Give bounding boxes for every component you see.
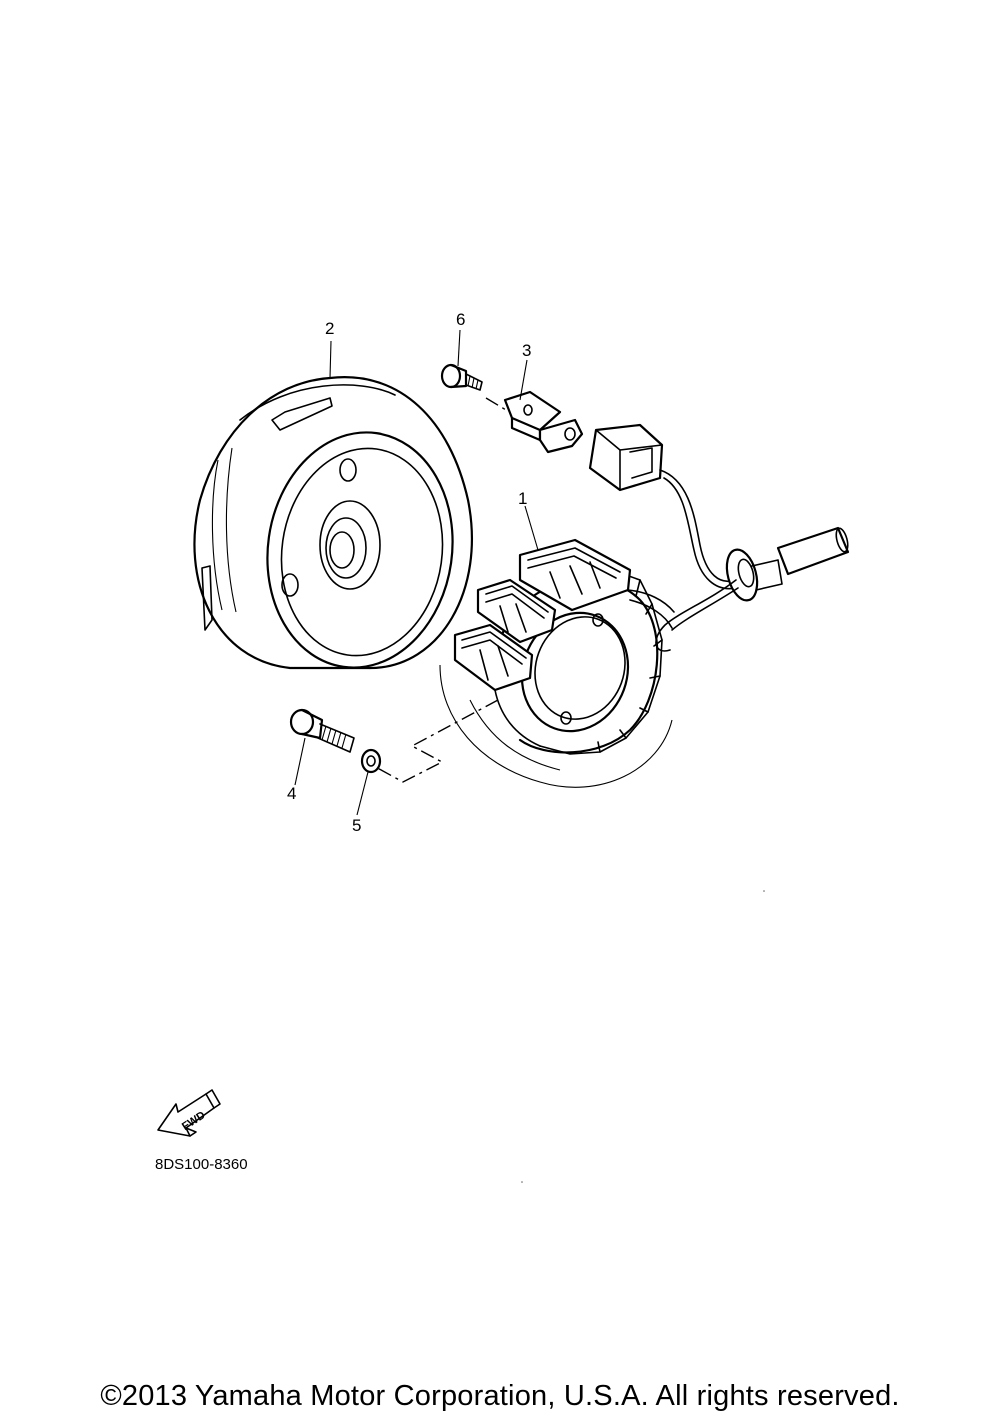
fwd-arrow-icon: FWD bbox=[157, 1089, 221, 1137]
pickup-coil bbox=[485, 390, 584, 454]
speck bbox=[521, 1181, 523, 1183]
callout-4: 4 bbox=[287, 784, 296, 803]
bolt bbox=[289, 708, 355, 753]
mounting-plane-outline bbox=[371, 664, 673, 788]
stator-assembly bbox=[453, 538, 675, 755]
wire-harness bbox=[655, 469, 850, 652]
diagram-code: 8DS100-8360 bbox=[155, 1156, 248, 1173]
callout-6: 6 bbox=[456, 310, 465, 329]
callout-3: 3 bbox=[522, 341, 531, 360]
callout-2: 2 bbox=[325, 319, 334, 338]
leader-lines bbox=[294, 329, 539, 816]
screw bbox=[440, 363, 483, 391]
connector bbox=[588, 423, 664, 492]
copyright-notice: ©2013 Yamaha Motor Corporation, U.S.A. A… bbox=[100, 1380, 900, 1412]
rotor-flywheel bbox=[193, 376, 473, 670]
washer bbox=[360, 748, 382, 774]
speck bbox=[763, 890, 765, 892]
callout-1: 1 bbox=[518, 489, 527, 508]
callout-5: 5 bbox=[352, 816, 361, 835]
